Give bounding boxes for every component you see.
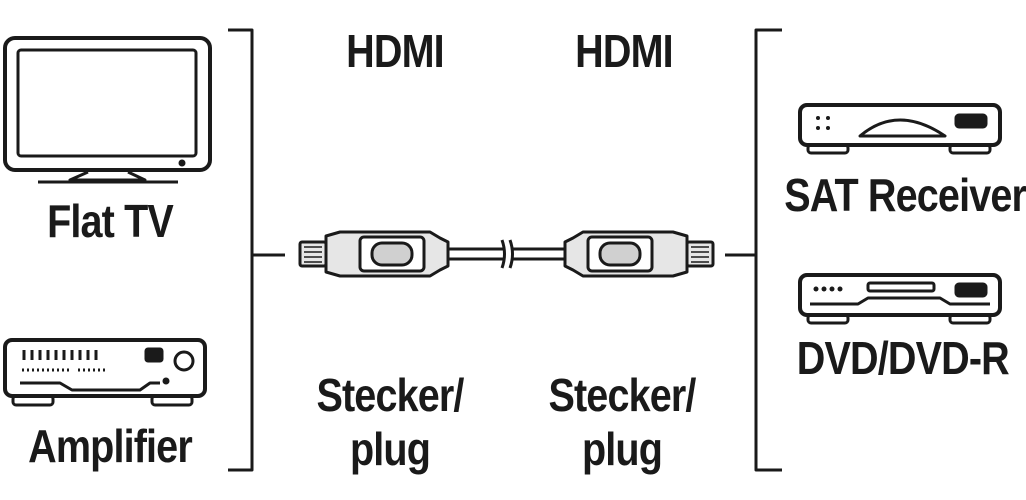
- right-hdmi-plug: [563, 230, 715, 278]
- sat-receiver-icon: [798, 103, 1002, 155]
- left-hdmi-plug: [298, 230, 450, 278]
- flat-tv-label: Flat TV: [47, 195, 174, 247]
- amplifier-icon: [3, 338, 207, 407]
- amplifier-label: Amplifier: [28, 420, 193, 472]
- hdmi-left-label: HDMI: [346, 25, 445, 77]
- left-bracket: [228, 28, 285, 472]
- right-bracket: [725, 28, 782, 472]
- left-connector-line1: Stecker/: [316, 369, 464, 421]
- sat-receiver-label: SAT Receiver: [784, 169, 1026, 221]
- dvd-label: DVD/DVD-R: [796, 332, 1010, 384]
- left-connector-line2: plug: [349, 423, 431, 475]
- flat-tv-icon: [3, 36, 212, 184]
- hdmi-cable: [448, 239, 565, 269]
- dvd-player-icon: [798, 273, 1002, 325]
- right-connector-line2: plug: [581, 423, 663, 475]
- right-connector-line1: Stecker/: [548, 369, 696, 421]
- hdmi-right-label: HDMI: [575, 25, 674, 77]
